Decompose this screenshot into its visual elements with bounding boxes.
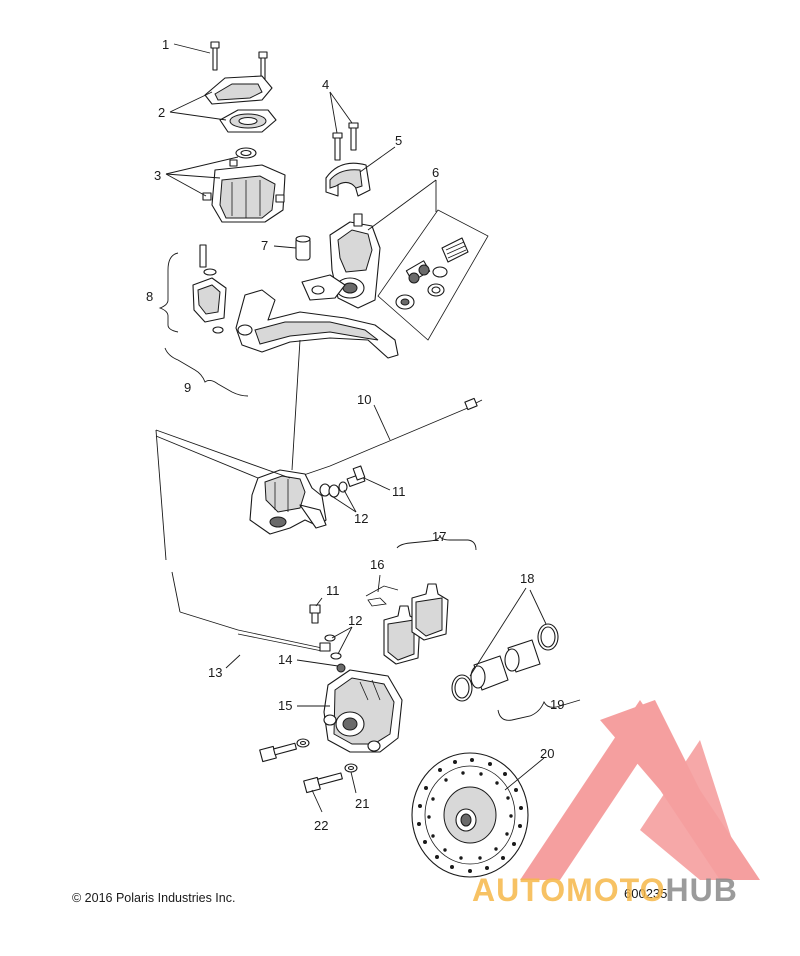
callout-12-lower: 12: [348, 613, 362, 628]
callout-17: 17: [432, 529, 446, 544]
part-16-pad-spring: [365, 585, 399, 607]
part-2-cover: [204, 75, 277, 133]
part-21-22-bolts: [259, 738, 358, 794]
watermark-text-part2: HUB: [665, 872, 738, 908]
part-8-switch: [192, 244, 227, 334]
watermark-logo: [520, 700, 760, 880]
watermark-text: AUTOMOTOHUB: [472, 872, 738, 909]
callout-21: 21: [355, 796, 369, 811]
part-1-screws: [210, 41, 268, 81]
watermark-text-part1: AUTOMOTO: [472, 872, 666, 908]
assembled-master-cylinder: [249, 469, 327, 535]
copyright-text: © 2016 Polaris Industries Inc.: [72, 891, 236, 905]
leader-lines: [155, 43, 581, 813]
callout-1: 1: [162, 37, 169, 52]
part-18-19-pistons: [451, 623, 559, 702]
piston-kit: [395, 237, 469, 310]
callout-5: 5: [395, 133, 402, 148]
callout-2: 2: [158, 105, 165, 120]
part-4-pins: [332, 122, 359, 161]
callout-6: 6: [432, 165, 439, 180]
callout-20: 20: [540, 746, 554, 761]
callout-8: 8: [146, 289, 153, 304]
callout-10: 10: [357, 392, 371, 407]
callout-11-lower: 11: [326, 583, 340, 598]
part-10-cable: [294, 397, 483, 479]
part-20-brake-disc: [411, 752, 529, 878]
callout-19: 19: [550, 697, 564, 712]
callout-16: 16: [370, 557, 384, 572]
callout-4: 4: [322, 77, 329, 92]
part-17-brake-pads: [383, 583, 449, 665]
callout-11-upper: 11: [392, 484, 406, 499]
part-6-master-cylinder: [329, 209, 489, 341]
part-15-caliper: [323, 669, 403, 753]
callout-15: 15: [278, 698, 292, 713]
part-3-reservoir: [202, 147, 286, 223]
part-5-clamp: [325, 162, 371, 197]
part-11-12-14-banjo-lower: [309, 604, 346, 673]
diagram-reference-number: 600235: [624, 886, 668, 901]
callout-14: 14: [278, 652, 292, 667]
part-7-pivot-pin: [295, 235, 311, 261]
part-13-brake-line: [237, 629, 331, 652]
callout-9: 9: [184, 380, 191, 395]
callout-18: 18: [520, 571, 534, 586]
brake-lever: [235, 274, 399, 359]
callout-labels: 1 2 3 4 5 6 7 8 9 10 11 12 11 12 13 14 1…: [146, 37, 564, 833]
callout-3: 3: [154, 168, 161, 183]
callout-7: 7: [261, 238, 268, 253]
callout-22: 22: [314, 818, 328, 833]
part-11-12-banjo-upper: [319, 465, 366, 498]
callout-12-upper: 12: [354, 511, 368, 526]
callout-13: 13: [208, 665, 222, 680]
